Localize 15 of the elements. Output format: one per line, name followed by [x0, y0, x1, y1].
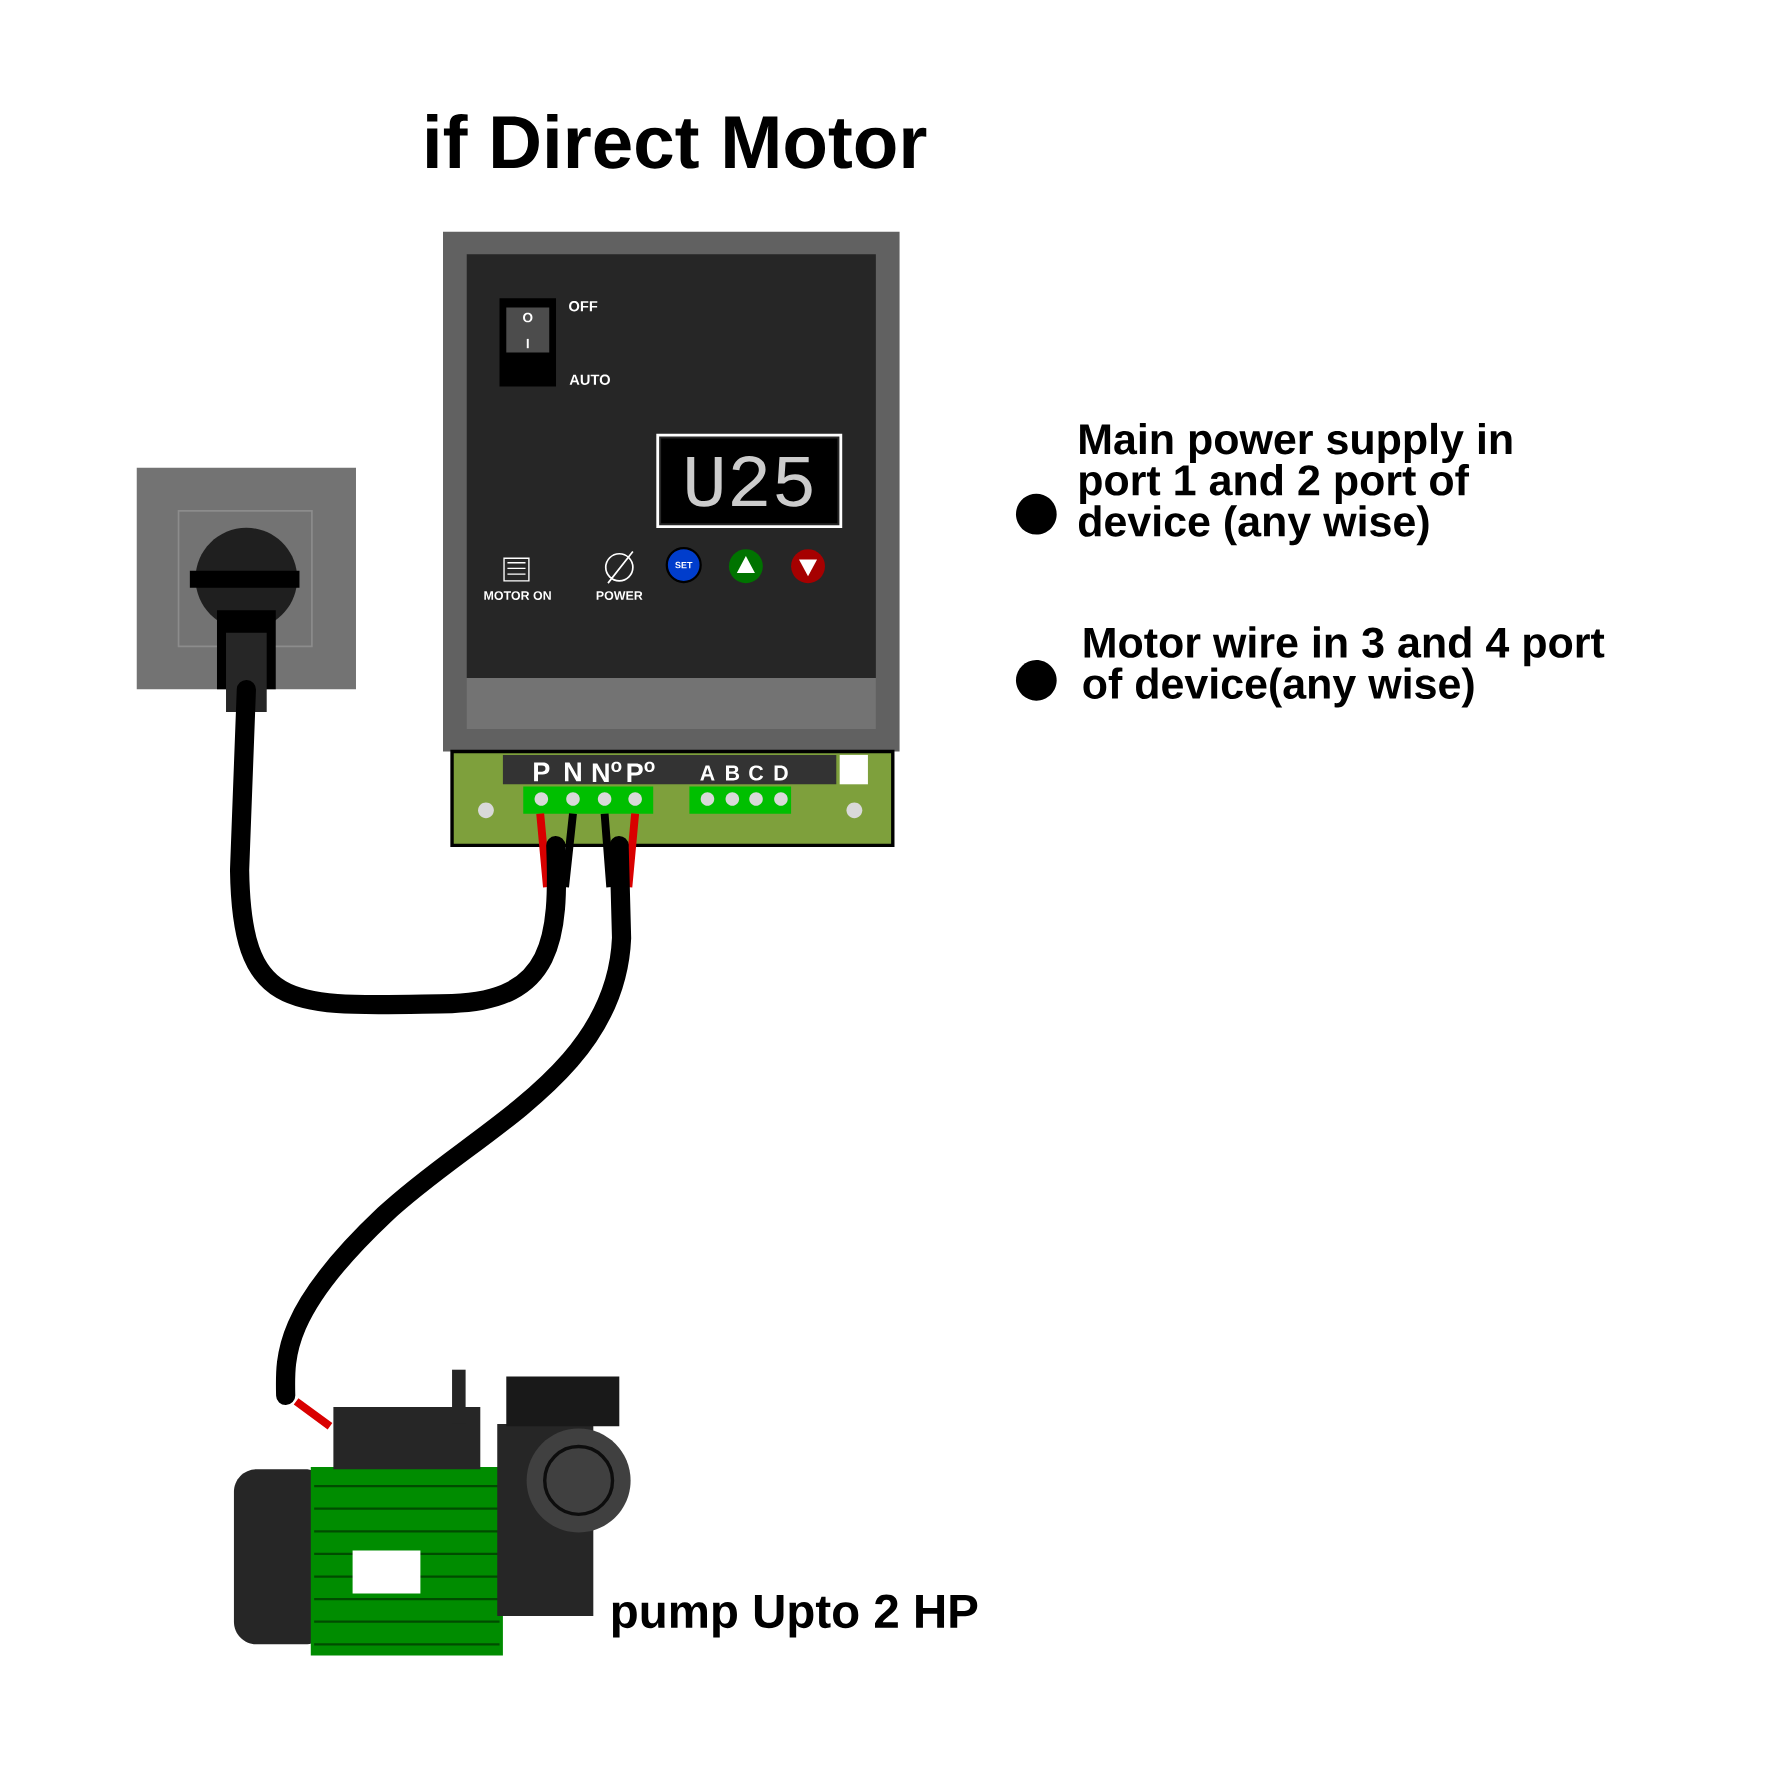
panel-label: POWER: [596, 591, 643, 600]
cable: [230, 680, 567, 1015]
note-text: Motor wire in 3 and 4 port of device(any wise): [1083, 626, 1605, 708]
panel-label: AUTO: [569, 374, 610, 385]
display-readout: U25: [687, 456, 812, 507]
socket-drawing: [136, 467, 356, 712]
pump-caption: pump Upto 2 HP: [612, 1594, 978, 1638]
note-text: Main power supply in port 1 and 2 port of device (any wise): [1079, 422, 1512, 546]
controller-drawing: [443, 231, 900, 848]
panel-label: OFF: [569, 301, 598, 312]
switch-symbol: I: [526, 338, 529, 349]
switch-symbol: O: [523, 312, 533, 323]
panel-label: MOTOR ON: [484, 591, 551, 600]
set-button: SET: [665, 546, 702, 584]
title: if Direct Motor: [427, 113, 927, 169]
